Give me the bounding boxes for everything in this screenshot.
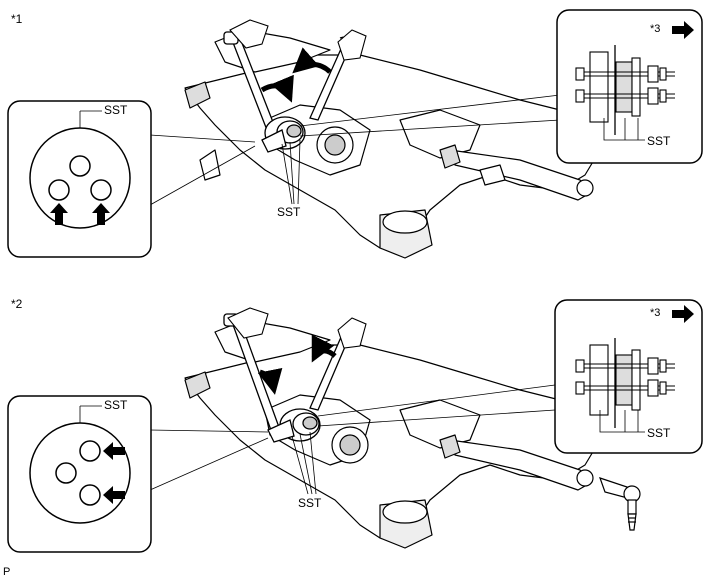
sst-plate-1 — [29, 127, 131, 229]
inset-right-1-sst-label: SST — [647, 134, 671, 148]
left-arrow-top-2 — [103, 442, 125, 460]
up-arrow-left-1 — [50, 203, 68, 225]
hole-top-2 — [79, 440, 101, 462]
callout-lines-right-1 — [299, 94, 561, 137]
hole-left-2 — [55, 462, 77, 484]
hand-1 — [229, 19, 367, 61]
panel-1-marker: *1 — [11, 12, 23, 26]
hole-bottom-2 — [79, 484, 101, 506]
callout-lines-right-2 — [317, 384, 556, 427]
bolt-assembly-2 — [575, 338, 675, 428]
sst-tool-2 — [223, 313, 354, 443]
hole-left-1 — [48, 179, 70, 201]
up-arrow-right-1 — [92, 203, 110, 225]
rotation-arrows-2 — [257, 334, 337, 395]
hole-top-1 — [69, 155, 91, 177]
inset-left-2 — [7, 395, 152, 553]
callout-lines-left-2 — [149, 429, 269, 491]
panel-2-marker: *2 — [11, 297, 23, 311]
inset-right-1-marker: *3 — [650, 23, 661, 35]
callout-lines-left-1 — [149, 134, 256, 206]
inset-right-2 — [554, 299, 703, 454]
leader-lines-2 — [291, 431, 317, 495]
inset-left-2-sst-label: SST — [104, 398, 128, 412]
inset-right-2-sst-label: SST — [647, 426, 671, 440]
direction-arrow-1 — [672, 21, 694, 39]
hand-2 — [227, 307, 367, 349]
panel-1-illustration — [149, 19, 601, 259]
bolt-assembly-1 — [575, 45, 675, 135]
inset-right-1 — [556, 9, 703, 164]
footer-code: P — [3, 566, 11, 578]
sst-plate-2 — [29, 422, 131, 524]
panel-2-illustration — [149, 307, 641, 549]
center-1-sst-label: SST — [277, 205, 301, 219]
leader-lines-1 — [281, 139, 301, 205]
center-2-sst-label: SST — [298, 496, 322, 510]
inset-left-1-sst-label: SST — [104, 103, 128, 117]
hole-right-1 — [90, 179, 112, 201]
direction-arrow-2 — [672, 305, 694, 323]
left-arrow-bottom-2 — [103, 486, 125, 504]
inset-left-1 — [7, 100, 152, 258]
ball-joint-2 — [599, 477, 641, 531]
inset-right-2-marker: *3 — [650, 307, 661, 319]
rotation-arrows-1 — [260, 47, 332, 103]
